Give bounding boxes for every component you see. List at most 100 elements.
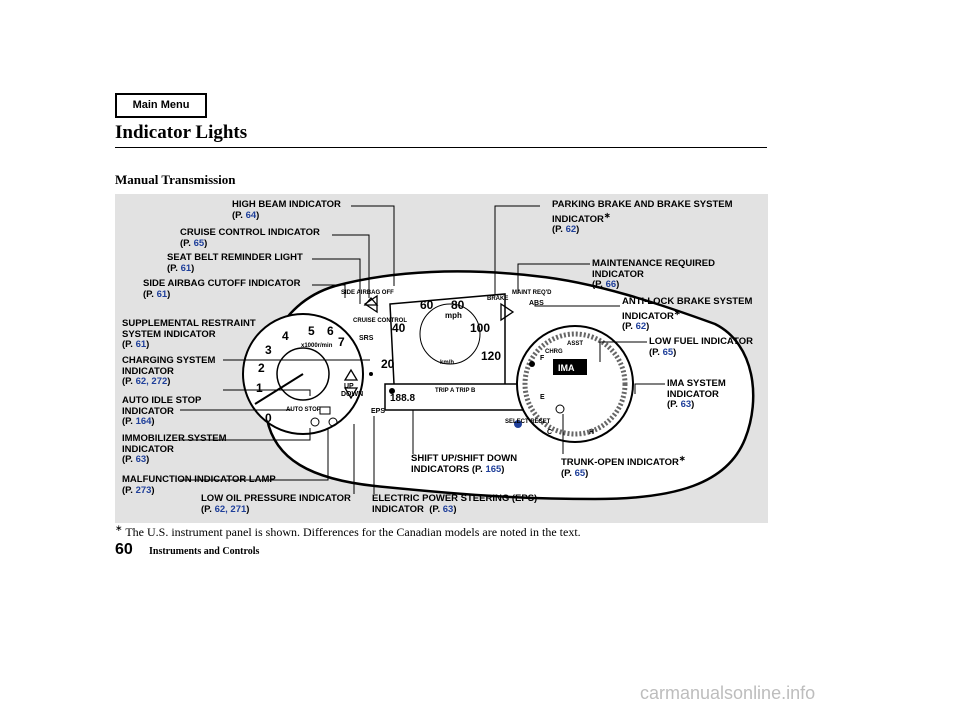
page-link-64[interactable]: 64 [245,209,257,221]
kmh-unit: km/h [440,360,454,366]
tach-number-2: 2 [258,361,265,375]
oil-pressure-icon [328,417,338,427]
trip-text: TRIP A TRIP B [435,388,476,394]
battery-icon [319,406,331,415]
title-divider [115,147,767,148]
asst-text: ASST [567,341,583,347]
page-link-273[interactable]: 273 [135,484,152,496]
tach-number-0: 0 [265,411,272,425]
page-link-63[interactable]: 63 [680,399,692,410]
page-link-65[interactable]: 65 [662,346,674,358]
maint-text: MAINT REQ'D [512,290,552,296]
label-low-oil: LOW OIL PRESSURE INDICATOR (P. 62, 271) [201,493,351,515]
ima-lamp [553,359,587,375]
turn-signal-left-icon [363,294,378,314]
speed-number-80: 80 [451,298,465,312]
tachometer-needle [254,373,304,405]
page-link-61[interactable]: 61 [156,288,168,300]
fuel-e: E [540,394,545,401]
srs-dot [369,372,373,376]
diagram-panel: 0 1 2 3 4 5 6 7 20 40 60 80 100 120 x100… [115,194,768,523]
label-srs: SUPPLEMENTAL RESTRAINT SYSTEM INDICATOR … [122,318,256,350]
shift-down-icon [343,387,359,400]
side-airbag-off-text: SIDE AIRBAG OFF [341,290,394,296]
chrg-text: CHRG [545,349,563,355]
page-link-62[interactable]: 62 [214,503,226,515]
shift-up-icon [343,368,359,381]
shift-down-text: DOWN [341,391,363,398]
label-ima: IMA SYSTEM INDICATOR (P. 63) [667,378,726,410]
label-parking-brake: PARKING BRAKE AND BRAKE SYSTEM INDICATOR… [552,199,733,236]
tach-number-7: 7 [338,335,345,349]
page-link-271[interactable]: 271 [230,503,247,515]
leader-lines [180,205,665,494]
label-malfunction: MALFUNCTION INDICATOR LAMP (P. 273) [122,474,276,496]
auto-stop-text: AUTO STOP [286,407,321,413]
page-link-63[interactable]: 63 [442,503,454,515]
temp-c: C [547,429,552,436]
eps-text: EPS [371,408,385,415]
ima-gauge-ticks [522,331,628,437]
footnote: ∗ The U.S. instrument panel is shown. Di… [115,523,581,539]
srs-text: SRS [359,335,374,342]
trunk-open-icon [555,404,565,414]
tach-number-1: 1 [256,381,263,395]
page-link-65[interactable]: 65 [574,467,586,479]
cruise-control-text: CRUISE CONTROL [353,318,407,324]
page-link-63[interactable]: 63 [135,454,147,465]
page-link-65[interactable]: 65 [193,237,205,249]
speed-number-20: 20 [381,357,395,371]
ima-gauge [516,325,634,443]
tach-unit: x1000r/min [301,343,333,349]
page-title: Indicator Lights [115,122,248,143]
turn-signal-right-icon [500,302,515,322]
tach-number-4: 4 [282,329,289,343]
page-link-61[interactable]: 61 [135,339,147,350]
tach-number-6: 6 [327,324,334,338]
speed-number-40: 40 [392,321,406,335]
page-link-62[interactable]: 62 [635,321,647,333]
page-link-62[interactable]: 62 [135,376,147,387]
engine-icon [389,388,395,394]
label-abs: ANTI-LOCK BRAKE SYSTEM INDICATOR∗ (P. 62… [622,296,753,333]
fuel-f: F [540,355,545,362]
page-link-164[interactable]: 164 [135,416,152,427]
label-shift-indicators: SHIFT UP/SHIFT DOWN INDICATORS (P. 165) [411,453,518,475]
page-link-61[interactable]: 61 [180,262,192,274]
odometer-readout: 188.8 [390,393,415,404]
label-side-airbag: SIDE AIRBAG CUTOFF INDICATOR (P. 61) [143,278,301,300]
ima-text: IMA [558,363,575,373]
label-high-beam: HIGH BEAM INDICATOR (P. 64) [232,199,341,221]
speed-number-60: 60 [420,298,434,312]
label-low-fuel: LOW FUEL INDICATOR (P. 65) [649,336,753,358]
page-number: 60 [115,541,133,558]
page-link-62[interactable]: 62 [565,224,577,236]
kmh-dial [419,303,481,365]
section-subtitle: Manual Transmission [115,172,236,187]
brake-text: BRAKE [487,296,508,302]
label-immobilizer: IMMOBILIZER SYSTEM INDICATOR (P. 63) [122,433,227,465]
speed-unit: mph [445,311,462,320]
label-seat-belt: SEAT BELT REMINDER LIGHT (P. 61) [167,252,303,274]
page-link-66[interactable]: 66 [605,279,617,290]
page-link-272[interactable]: 272 [151,376,168,387]
select-reset-text: SELECT RESET [505,419,551,425]
label-eps: ELECTRIC POWER STEERING (EPS) INDICATOR … [372,493,538,515]
section-name: Instruments and Controls [149,546,260,557]
watermark: carmanualsonline.info [640,683,816,703]
select-reset-knob [514,420,522,428]
main-menu-button[interactable]: Main Menu [115,93,207,118]
speed-number-100: 100 [470,321,490,335]
odometer-display [384,383,531,411]
label-maintenance: MAINTENANCE REQUIRED INDICATOR (P. 66) [592,258,715,290]
instrument-cluster-diagram: 0 1 2 3 4 5 6 7 20 40 60 80 100 120 x100… [180,205,755,501]
tach-number-3: 3 [265,343,272,357]
temp-h: H [589,429,594,436]
page-link-165[interactable]: 165 [485,463,502,475]
speed-number-120: 120 [481,349,501,363]
tach-number-5: 5 [308,324,315,338]
label-cruise-control: CRUISE CONTROL INDICATOR (P. 65) [180,227,320,249]
shift-up-text: UP [344,383,354,390]
abs-text: ABS [529,300,544,307]
immobilizer-icon [310,417,320,427]
